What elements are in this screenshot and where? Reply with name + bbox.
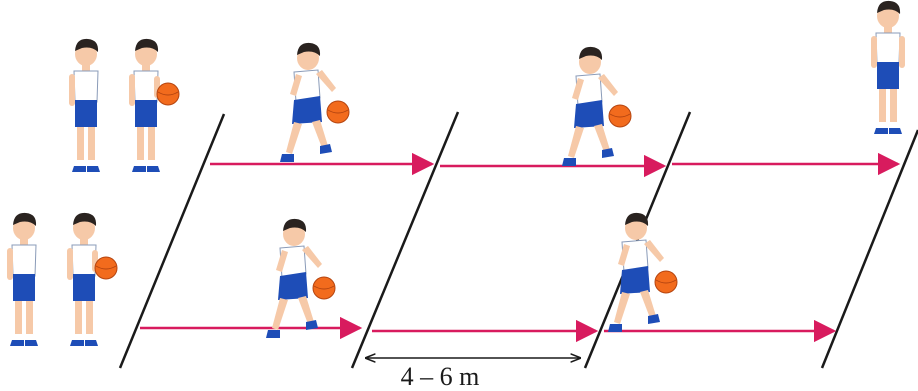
waiting-player-top-2 [129,39,179,172]
dribbling-player-top-1 [280,43,349,162]
end-player [871,1,905,134]
boundary-line-3 [585,112,690,368]
waiting-player-top-1 [69,39,100,172]
start-line [120,114,224,368]
waiting-player-bottom-2 [67,213,117,346]
distance-label: 4 – 6 m [401,362,480,391]
dribbling-player-top-2 [562,47,631,166]
finish-line [822,130,918,368]
dribbling-player-bottom-2 [608,213,677,332]
dribbling-player-bottom-1 [266,219,335,338]
boundary-line-2 [352,112,458,368]
waiting-player-bottom-1 [7,213,38,346]
